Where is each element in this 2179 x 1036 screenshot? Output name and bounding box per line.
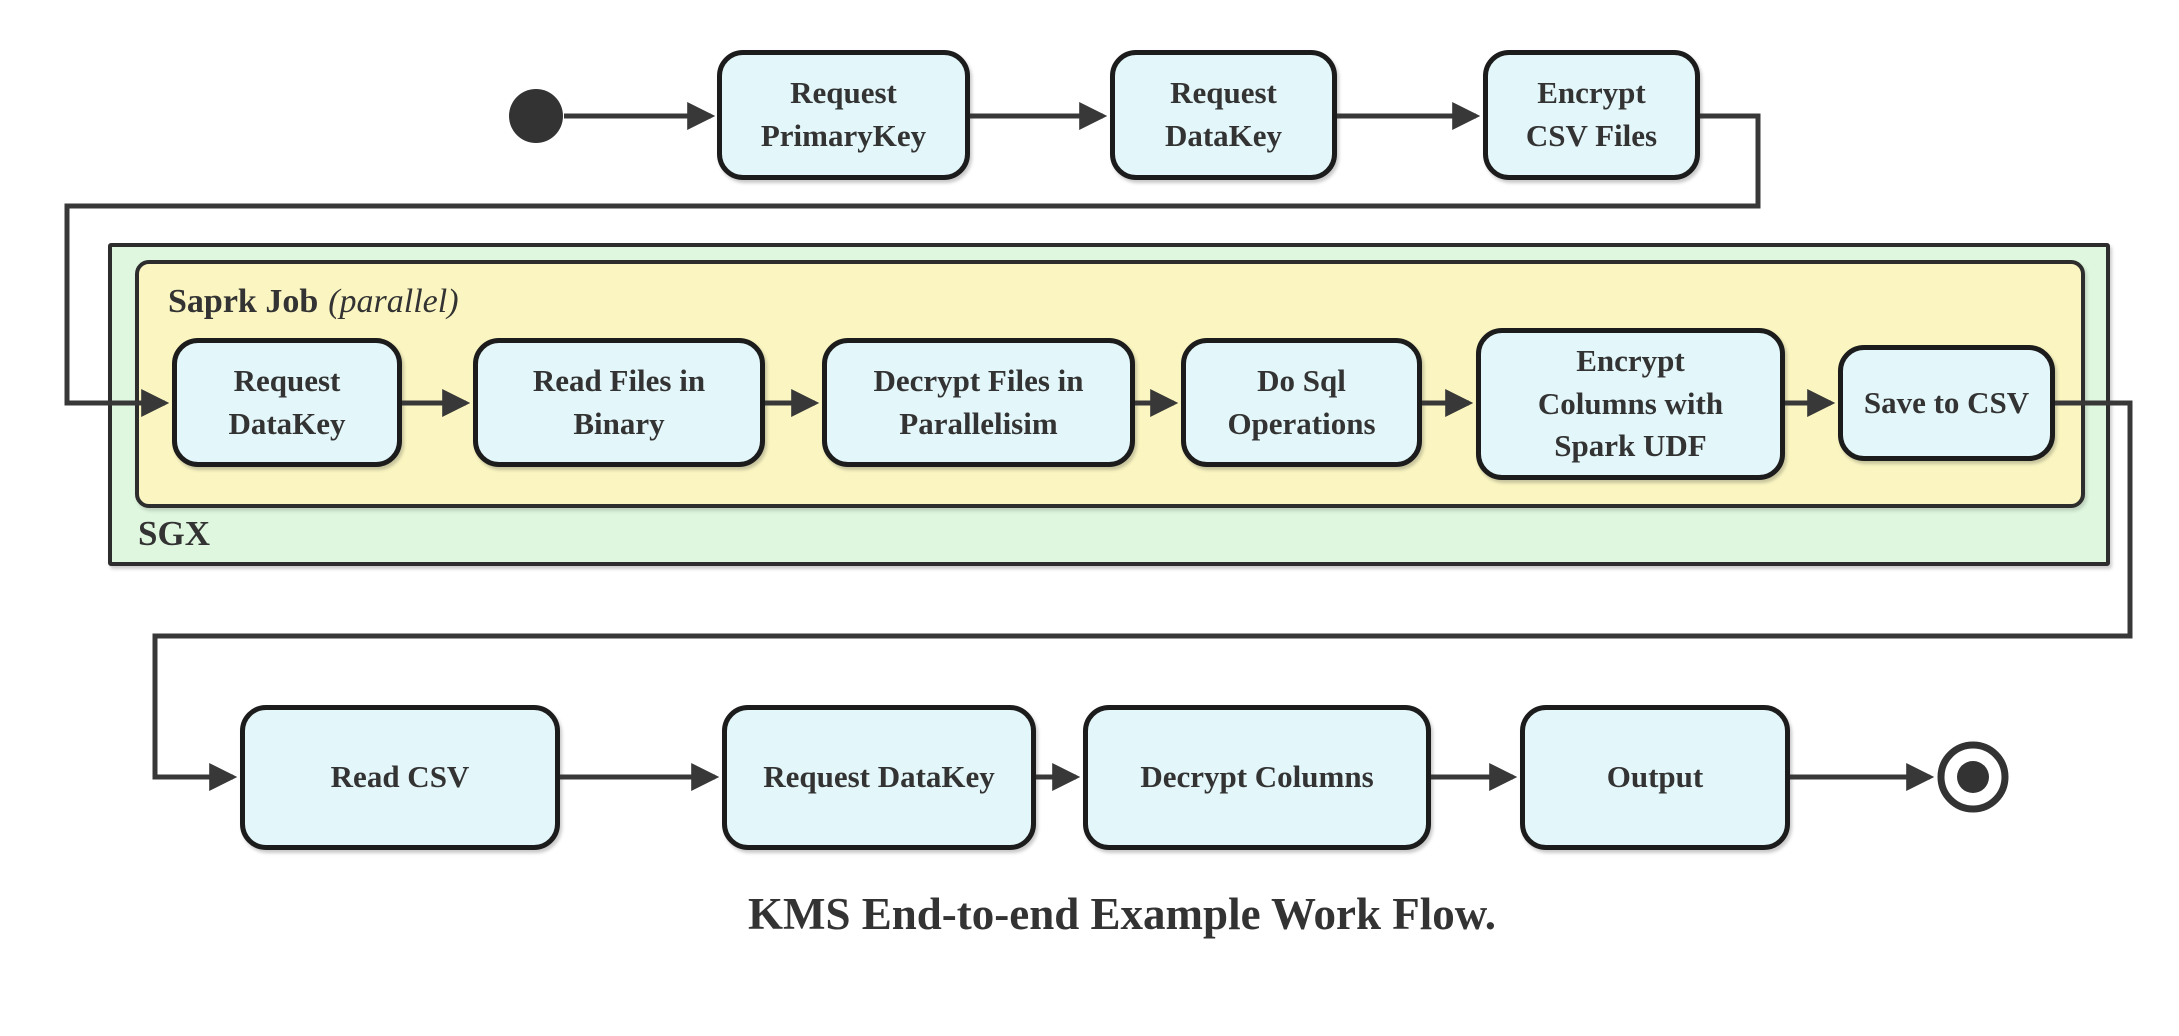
node-decrypt-columns: Decrypt Columns: [1083, 705, 1431, 850]
spark-job-label: Saprk Job(parallel): [168, 283, 459, 321]
node-encrypt-csv-files: Encrypt CSV Files: [1483, 50, 1700, 180]
node-do-sql-operations: Do Sql Operations: [1181, 338, 1422, 467]
node-read-files-in-binary: Read Files in Binary: [473, 338, 765, 467]
node-request-datakey-bottom: Request DataKey: [722, 705, 1036, 850]
initial-state-node: [509, 89, 563, 143]
final-state-node: [1937, 741, 2009, 813]
sgx-label: SGX: [138, 514, 210, 553]
node-save-to-csv: Save to CSV: [1838, 345, 2055, 461]
node-output: Output: [1520, 705, 1790, 850]
node-request-primarykey: Request PrimaryKey: [717, 50, 970, 180]
node-decrypt-files-in-parallelisim: Decrypt Files in Parallelisim: [822, 338, 1135, 467]
final-state-inner-dot: [1957, 761, 1989, 793]
node-encrypt-columns-with-spark-udf: Encrypt Columns with Spark UDF: [1476, 328, 1785, 480]
diagram-caption: KMS End-to-end Example Work Flow.: [747, 889, 1496, 939]
spark-job-parallel-annotation: (parallel): [328, 283, 459, 320]
node-read-csv: Read CSV: [240, 705, 560, 850]
node-request-datakey-spark: Request DataKey: [172, 338, 402, 467]
node-request-datakey-top: Request DataKey: [1110, 50, 1337, 180]
spark-job-title: Saprk Job: [168, 283, 319, 320]
